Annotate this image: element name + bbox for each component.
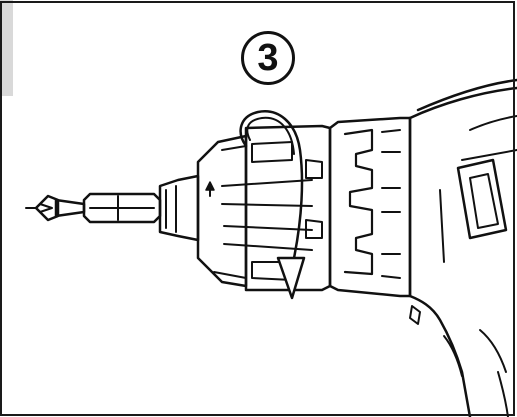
hex-bit: [25, 192, 162, 224]
arrow-up-icon: [205, 181, 215, 197]
page-tab-marker: [0, 0, 13, 96]
chuck-sleeve: [196, 124, 332, 292]
curved-arrow-icon: [239, 110, 306, 300]
clutch-ring: [328, 116, 412, 298]
drill-body: [408, 78, 517, 417]
chuck-nose: [158, 174, 200, 242]
step-number-badge: 3: [241, 31, 295, 85]
step-number: 3: [257, 37, 279, 79]
